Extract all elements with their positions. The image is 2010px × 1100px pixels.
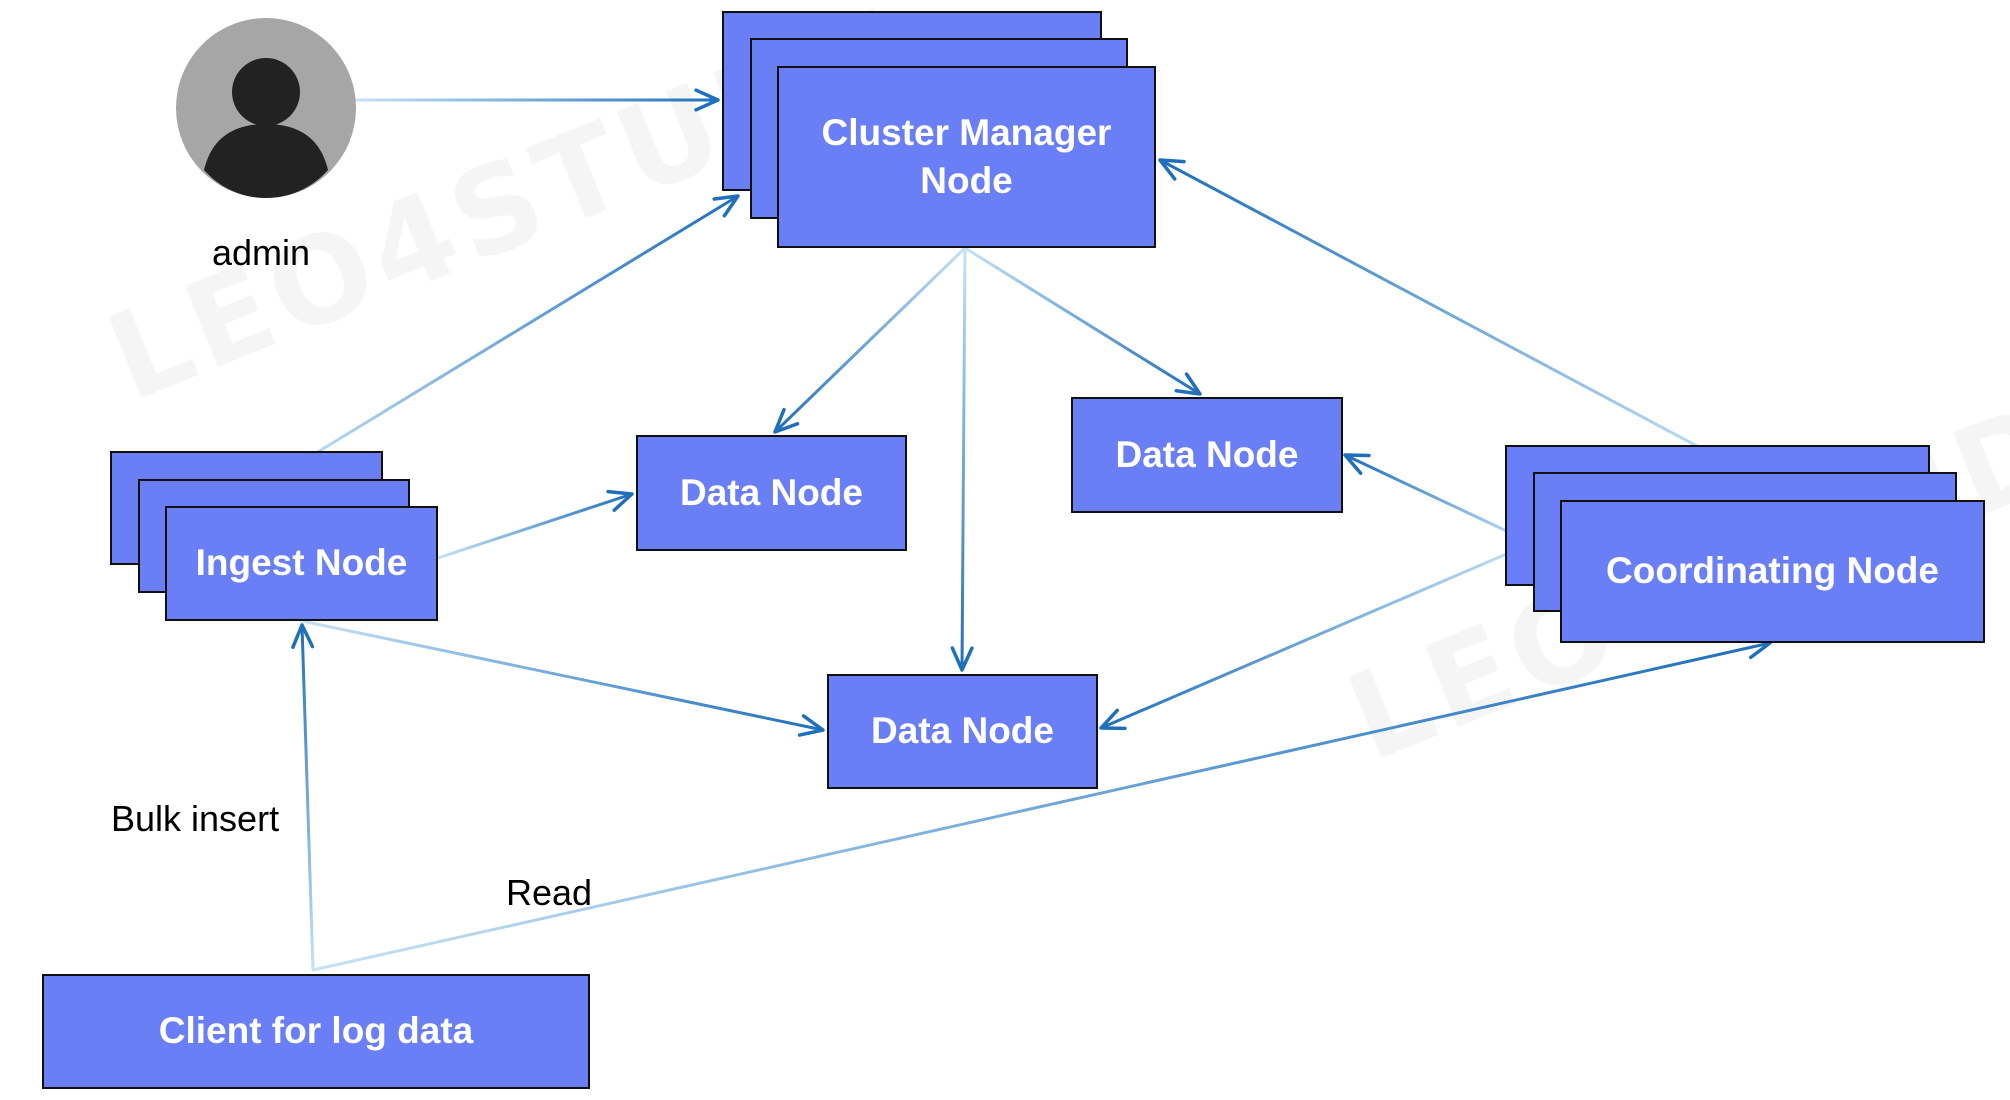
bulk-insert-label: Bulk insert xyxy=(111,798,280,839)
ingest-to-data-bottom-arrow xyxy=(300,619,825,737)
data-node-left[interactable]: Data Node xyxy=(636,435,907,551)
cluster-manager-to-data-right-arrow xyxy=(963,246,1202,396)
coordinating-node-label: Coordinating Node xyxy=(1606,550,1939,592)
cluster-manager-to-data-left-arrow xyxy=(773,246,967,434)
cluster-manager-node[interactable]: Cluster Manager Node xyxy=(777,66,1156,248)
data-node-label: Data Node xyxy=(680,471,863,513)
person-icon xyxy=(176,18,356,198)
cluster-manager-to-data-bottom-arrow xyxy=(950,246,974,672)
coordinating-to-data-right-arrow xyxy=(1343,453,1534,545)
client-node-label: Client for log data xyxy=(158,1010,474,1052)
admin-label: admin xyxy=(212,232,311,273)
coordinating-to-data-bottom-arrow xyxy=(1099,541,1534,731)
client-node[interactable]: Client for log data xyxy=(42,974,590,1089)
coordinating-node[interactable]: Coordinating Node xyxy=(1560,500,1985,643)
ingest-to-cluster-manager-arrow xyxy=(273,194,740,480)
ingest-node-label: Ingest Node xyxy=(195,542,408,584)
read-label: Read xyxy=(506,872,593,913)
data-node-right[interactable]: Data Node xyxy=(1071,397,1343,513)
cluster-manager-node-label: Cluster Manager Node xyxy=(821,111,1112,201)
coordinating-to-cluster-manager-arrow xyxy=(1158,158,1744,472)
admin-to-cluster-manager-arrow xyxy=(354,88,720,112)
ingest-node[interactable]: Ingest Node xyxy=(165,506,438,621)
client-to-ingest-arrow xyxy=(291,623,315,972)
data-node-label: Data Node xyxy=(1115,433,1299,475)
data-node-label: Data Node xyxy=(871,710,1054,752)
ingest-to-data-left-arrow xyxy=(436,489,634,560)
data-node-bottom[interactable]: Data Node xyxy=(827,674,1098,789)
